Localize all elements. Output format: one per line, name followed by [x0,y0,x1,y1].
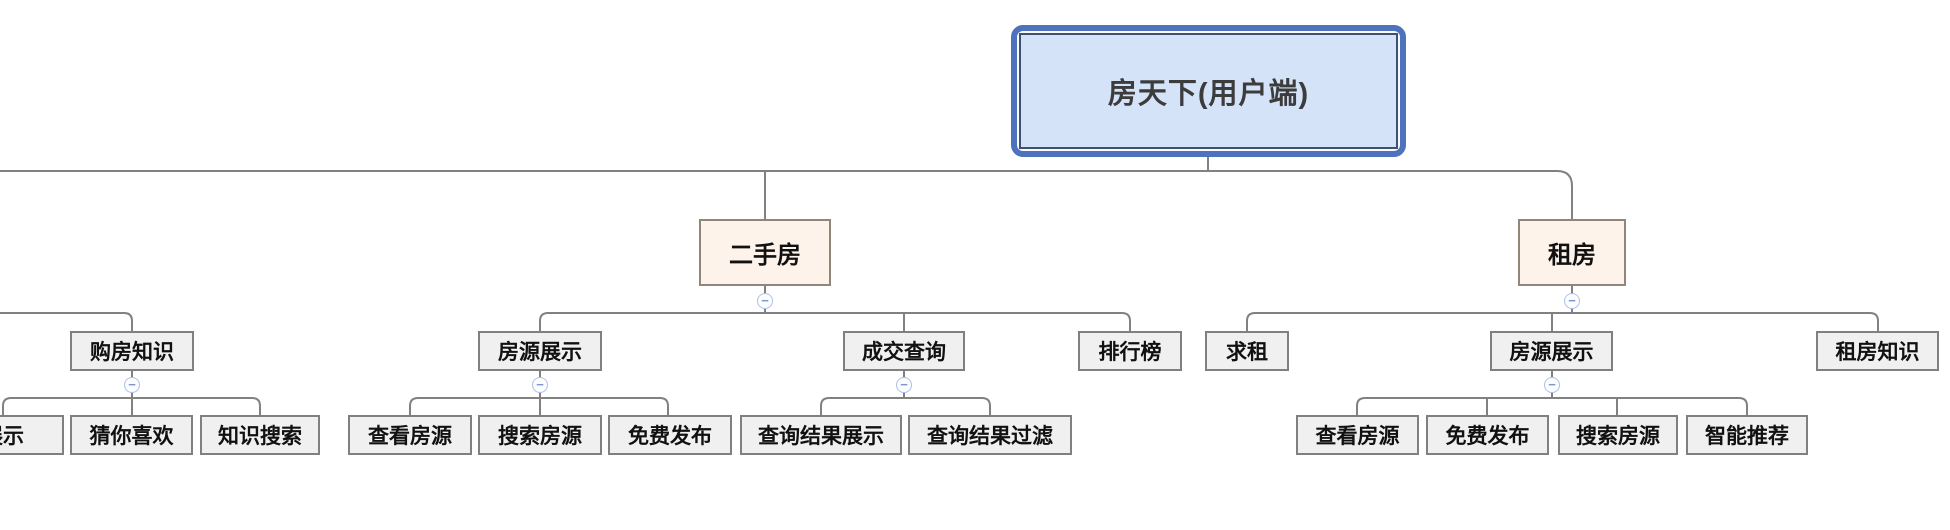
node-listing-display-esf[interactable]: 房源展示 [478,331,602,371]
collapse-icon-rental[interactable]: − [1564,293,1580,309]
node-free-publish-esf[interactable]: 免费发布 [608,415,732,455]
node-view-listings-zf[interactable]: 查看房源 [1296,415,1419,455]
collapse-icon-second-hand[interactable]: − [757,293,773,309]
node-deal-query[interactable]: 成交查询 [843,331,965,371]
node-guess-you-like[interactable]: 猜你喜欢 [70,415,193,455]
node-smart-recommend[interactable]: 智能推荐 [1686,415,1808,455]
collapse-icon-listing-display-zf[interactable]: − [1544,377,1560,393]
collapse-icon-deal-query[interactable]: − [896,377,912,393]
node-query-result-filter[interactable]: 查询结果过滤 [908,415,1072,455]
node-ranking-list[interactable]: 排行榜 [1078,331,1182,371]
node-listing-display-zf[interactable]: 房源展示 [1490,331,1613,371]
node-knowledge-search[interactable]: 知识搜索 [200,415,320,455]
node-root-label: 房天下(用户端) [1019,33,1398,149]
node-query-result-display[interactable]: 查询结果展示 [740,415,902,455]
node-buying-knowledge[interactable]: 购房知识 [70,331,194,371]
node-second-hand-house[interactable]: 二手房 [699,219,831,286]
collapse-icon-buying-knowledge[interactable]: − [124,377,140,393]
node-seek-rent[interactable]: 求租 [1205,331,1289,371]
node-root[interactable]: 房天下(用户端) [1011,25,1406,157]
node-rental-knowledge[interactable]: 租房知识 [1816,331,1939,371]
node-search-listings-zf[interactable]: 搜索房源 [1558,415,1678,455]
node-view-listings-esf[interactable]: 查看房源 [348,415,472,455]
node-rental-house[interactable]: 租房 [1518,219,1626,286]
node-free-publish-zf[interactable]: 免费发布 [1426,415,1549,455]
collapse-icon-listing-display-esf[interactable]: − [532,377,548,393]
node-search-listings-esf[interactable]: 搜索房源 [478,415,602,455]
node-display-partial[interactable]: 展示 [0,415,64,455]
